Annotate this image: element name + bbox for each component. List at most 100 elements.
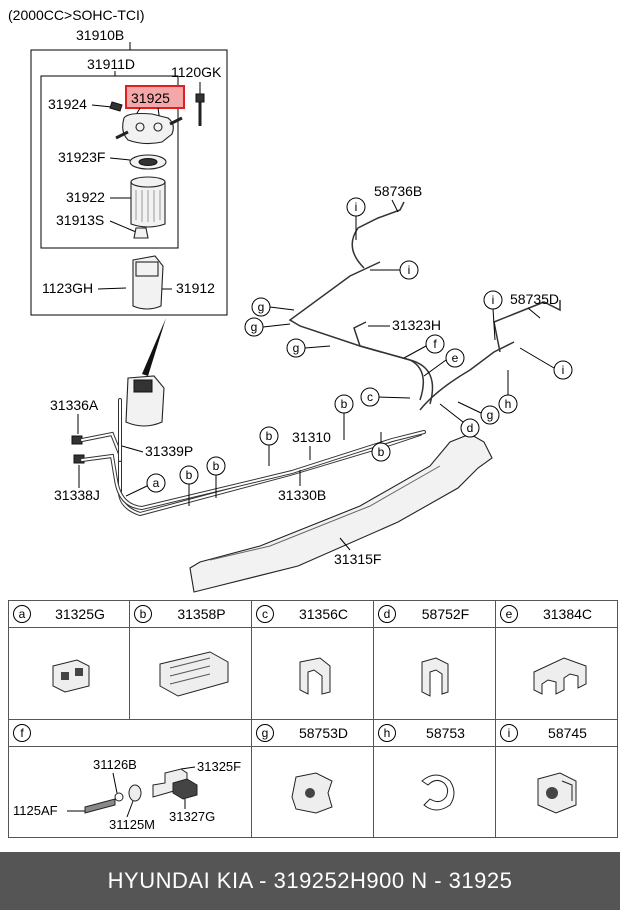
callout-31910B: 31910B: [76, 27, 124, 43]
callout-31912: 31912: [176, 280, 215, 296]
legend-cell-e: e 31384C: [495, 600, 618, 720]
part-31126B: 31126B: [93, 757, 137, 772]
svg-text:f: f: [433, 337, 437, 351]
svg-text:g: g: [258, 300, 265, 314]
clip-58753-icon: [421, 774, 455, 811]
marker-b-1: b: [334, 394, 354, 414]
fuel-line-upper: [288, 261, 425, 401]
legend-letter: g: [256, 724, 274, 742]
callout-1123GH: 1123GH: [42, 280, 93, 296]
legend-part-number: 58745: [548, 725, 587, 741]
legend-part-number: 58752F: [421, 606, 470, 622]
clip-31384C-icon: [533, 657, 587, 695]
svg-text:h: h: [505, 397, 512, 411]
clip-assembly-f-icon: 31126B 31325F 1125AF 31125M 31327G: [13, 757, 241, 832]
legend-cell-d: d 58752F: [373, 600, 496, 720]
pointer-wedge: [142, 318, 166, 376]
legend-part-number: 58753D: [298, 725, 349, 741]
marker-c: c: [360, 387, 380, 407]
svg-text:i: i: [408, 263, 411, 277]
part-31327G: 31327G: [169, 809, 215, 824]
marker-i-3: i: [483, 290, 503, 310]
legend-cell-f: f 31126B 31325F 1125AF 31125M 31327G: [8, 719, 252, 838]
svg-text:g: g: [293, 341, 300, 355]
chassis-crossmember-icon: [189, 433, 493, 593]
clip-58752F-icon: [421, 657, 449, 697]
svg-text:b: b: [186, 468, 193, 482]
svg-text:b: b: [213, 459, 220, 473]
callout-31913S: 31913S: [56, 212, 104, 228]
legend-letter: b: [134, 605, 152, 623]
legend-letter: d: [378, 605, 396, 623]
svg-text:b: b: [266, 429, 273, 443]
legend-part-number: 31356C: [298, 606, 349, 622]
marker-e: e: [445, 348, 465, 368]
svg-text:b: b: [378, 445, 385, 459]
part-1125AF: 1125AF: [13, 803, 58, 818]
marker-b-2: b: [259, 426, 279, 446]
callout-31339P: 31339P: [145, 443, 193, 459]
callout-31330B: 31330B: [278, 487, 326, 503]
legend-cell-b: b 31358P: [129, 600, 252, 720]
marker-d: d: [460, 418, 480, 438]
callout-31924: 31924: [48, 96, 87, 112]
marker-i-1: i: [346, 197, 366, 217]
legend-cell-i: i 58745: [495, 719, 618, 838]
legend-part-number: 31384C: [542, 606, 593, 622]
svg-text:g: g: [487, 408, 494, 422]
callout-58735D: 58735D: [510, 291, 559, 307]
svg-text:i: i: [492, 293, 495, 307]
filter-inner-box: [40, 75, 179, 249]
clip-58745-icon: [537, 772, 577, 814]
legend-cell-h: h 58753: [373, 719, 496, 838]
legend-cell-g: g 58753D: [251, 719, 374, 838]
svg-text:a: a: [153, 476, 160, 490]
legend-part-number: 58753: [426, 725, 465, 741]
marker-g-3: g: [286, 338, 306, 358]
callout-31336A: 31336A: [50, 397, 99, 413]
marker-a: a: [146, 473, 166, 493]
legend-letter: e: [500, 605, 518, 623]
clip-31325G-icon: [52, 659, 90, 693]
legend-letter: h: [378, 724, 396, 742]
vent-line-58736B: [351, 201, 405, 269]
callout-31922: 31922: [66, 189, 105, 205]
marker-i-2: i: [399, 260, 419, 280]
callout-31923F: 31923F: [58, 149, 105, 165]
vent-line-58735D: [493, 300, 561, 353]
legend-letter: f: [13, 724, 31, 742]
marker-b-3: b: [371, 442, 391, 462]
marker-i-4: i: [553, 360, 573, 380]
callout-31323H: 31323H: [392, 317, 441, 333]
callout-31911D: 31911D: [87, 56, 135, 72]
drain-plug-icon: [133, 227, 149, 239]
marker-b-4: b: [179, 465, 199, 485]
svg-text:b: b: [341, 397, 348, 411]
legend-letter: i: [500, 724, 518, 742]
callout-31310: 31310: [292, 429, 331, 445]
marker-g-1: g: [251, 297, 271, 317]
legend-letter: a: [13, 605, 31, 623]
svg-text:i: i: [355, 200, 358, 214]
marker-h: h: [498, 394, 518, 414]
filter-assembly-box: [30, 49, 228, 316]
part-31125M: 31125M: [109, 817, 155, 832]
callout-31315F: 31315F: [334, 551, 381, 567]
svg-text:c: c: [367, 390, 373, 404]
clip-58753D-icon: [291, 772, 333, 814]
marker-g-2: g: [244, 317, 264, 337]
legend-part-number: 31325G: [55, 606, 105, 622]
callout-31338J: 31338J: [54, 487, 100, 503]
legend-part-number: 31358P: [177, 606, 226, 622]
marker-b-5: b: [206, 456, 226, 476]
svg-text:e: e: [452, 351, 459, 365]
marker-g-4: g: [480, 405, 500, 425]
marker-f: f: [425, 334, 445, 354]
part-31325F: 31325F: [197, 759, 241, 774]
callout-58736B: 58736B: [374, 183, 422, 199]
highlight-31925: [125, 85, 185, 109]
engine-spec-title: (2000CC>SOHC-TCI): [8, 7, 145, 23]
